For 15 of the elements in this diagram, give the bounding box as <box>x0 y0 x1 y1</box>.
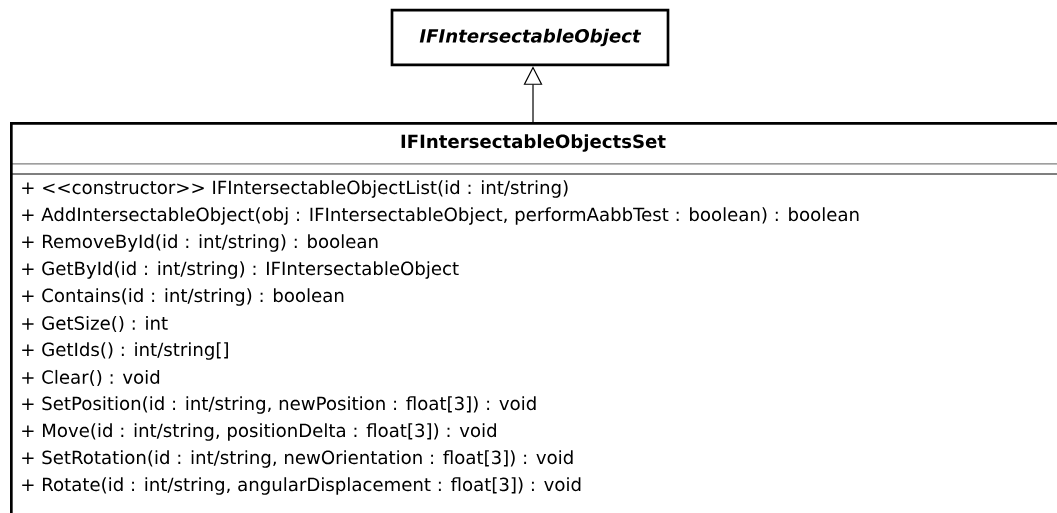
method-text: + Contains(id : int/string) : boolean <box>22 288 344 306</box>
method-text: + GetSize() : int <box>22 315 168 333</box>
method-text: + <<constructor>> IFIntersectableObjectList(id : int/string) <box>22 180 568 198</box>
method-text: + Move(id : int/string, positionDelta : float[3]) : void <box>22 423 496 441</box>
method-text: + AddIntersectableObject(obj : IFIntersectableObject, performAabbTest : boolean) : boolean <box>22 207 859 225</box>
class-name: IFIntersectableObjectsSet <box>401 134 666 152</box>
method-text: + SetRotation(id : int/string, newOrientation : float[3]) : void <box>22 450 573 468</box>
method-text: + Rotate(id : int/string, angularDisplacement : float[3]) : void <box>22 477 581 495</box>
inheritance-arrow <box>523 66 543 123</box>
method-text: + SetPosition(id : int/string, newPosition : float[3]) : void <box>22 396 536 414</box>
method-text: + GetIds() : int/string[] <box>22 342 228 360</box>
interface-box: IFIntersectableObject <box>390 8 670 67</box>
method-text: + Clear() : void <box>22 369 160 387</box>
method-text: + GetById(id : int/string) : IFIntersectableObject <box>22 261 459 279</box>
method-text: + RemoveById(id : int/string) : boolean <box>22 234 378 252</box>
